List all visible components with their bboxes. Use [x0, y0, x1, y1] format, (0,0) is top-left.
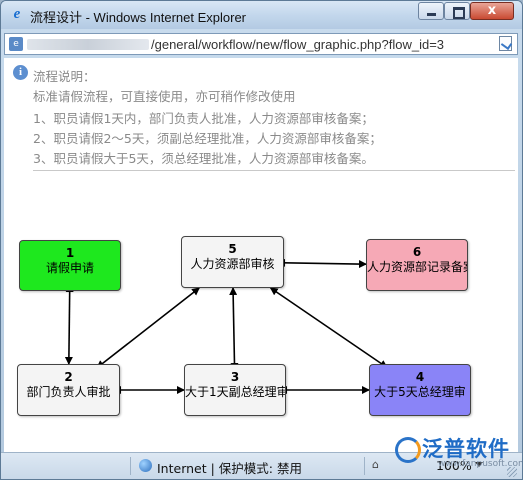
minimize-icon	[427, 13, 436, 16]
info-icon: i	[13, 65, 28, 80]
watermark-url: www.fanpusoft.com	[438, 459, 523, 469]
node-number: 4	[415, 370, 425, 384]
close-button[interactable]: x	[470, 2, 514, 20]
zoom-level[interactable]: 100%	[436, 458, 472, 473]
window-title: 流程设计 - Windows Internet Explorer	[30, 10, 247, 25]
node-number: 5	[228, 242, 237, 256]
flow-edge-2-5	[96, 287, 200, 369]
address-bar[interactable]: e /general/workflow/new/flow_graphic.php…	[4, 33, 518, 55]
status-bar: Internet | 保护模式: 禁用 ⌂ 100%	[1, 452, 522, 479]
watermark-logo	[395, 437, 421, 463]
node-label: 大于1天副总经理审	[185, 385, 286, 399]
watermark-brand: 泛普软件	[422, 437, 510, 461]
node-number: 1	[65, 246, 75, 260]
node-label: 请假申请	[45, 261, 94, 275]
site-favicon-icon: e	[9, 37, 23, 51]
ie-logo-icon: e	[13, 6, 21, 22]
url-path[interactable]: /general/workflow/new/flow_graphic.php?f…	[151, 37, 445, 52]
compatibility-view-icon[interactable]	[499, 36, 512, 51]
minimize-button[interactable]	[418, 2, 444, 20]
node-label: 人力资源部审核	[190, 257, 275, 271]
flow-edge-5-6	[277, 258, 367, 269]
maximize-icon	[453, 7, 465, 19]
resize-grip[interactable]	[507, 467, 517, 477]
title-bar[interactable]: e 流程设计 - Windows Internet Explorer x	[1, 1, 522, 29]
flow-edge-1-2	[64, 284, 74, 365]
status-divider	[364, 457, 365, 475]
node-label: 部门负责人审批	[26, 385, 111, 399]
flow-edge-4-5	[269, 287, 388, 368]
description-line: 3、职员请假大于5天，须总经理批准，人力资源部审核备案。	[33, 151, 374, 166]
description-title: 流程说明：	[33, 69, 96, 84]
flow-edge-3-5	[229, 287, 239, 371]
security-zone-label[interactable]: Internet | 保护模式: 禁用	[157, 461, 302, 476]
node-number: 3	[230, 370, 240, 384]
description-line: 2、职员请假2～5天，须副总经理批准，人力资源部审核备案；	[33, 131, 382, 146]
description-line: 标准请假流程，可直接使用，亦可稍作修改使用	[33, 89, 296, 104]
zoom-dropdown-icon[interactable]	[475, 462, 483, 467]
status-divider	[130, 457, 131, 475]
internet-globe-icon	[139, 459, 152, 472]
maximize-button[interactable]	[444, 2, 470, 20]
page-content: i 流程说明： 标准请假流程，可直接使用，亦可稍作修改使用 1、职员请假1天内，…	[4, 58, 518, 452]
url-host-obscured	[27, 39, 149, 50]
protected-mode-icon[interactable]: ⌂	[372, 458, 379, 471]
close-icon: x	[487, 3, 497, 18]
divider	[33, 170, 515, 171]
node-number: 2	[64, 370, 73, 384]
node-number: 6	[412, 245, 422, 259]
description-line: 1、职员请假1天内，部门负责人批准，人力资源部审核备案；	[33, 111, 374, 126]
node-label: 人力资源部记录备案	[367, 260, 468, 274]
node-label: 大于5天总经理审	[374, 385, 466, 399]
